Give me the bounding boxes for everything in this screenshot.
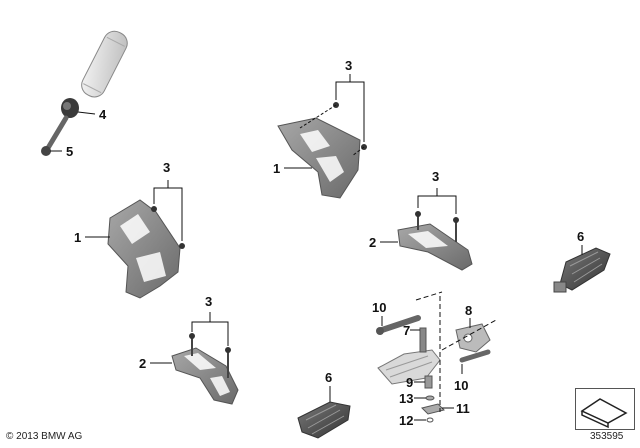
heel-plate-left [107,199,185,299]
callout-11: 11 [456,401,470,416]
callout-3: 3 [205,294,212,309]
callout-8: 8 [465,303,472,318]
axis-dash [441,319,497,351]
axis-dash [415,291,443,301]
copyright-text: © 2013 BMW AG [6,431,83,442]
callout-9: 9 [406,375,413,390]
callout-3: 3 [432,169,439,184]
callout-2: 2 [139,356,146,371]
callout-6: 6 [577,229,584,244]
callout-7: 7 [403,323,410,338]
symbol-box [575,388,635,430]
bracket-leader-3 [417,195,457,214]
callout-12: 12 [399,413,413,428]
footrest-rubber-right [553,247,611,293]
footrest-plate-right [397,211,473,271]
callout-6: 6 [325,370,332,385]
dash-line [351,146,365,157]
footrest-rubber-left [297,401,351,439]
callout-10: 10 [454,378,468,393]
handlebar-weight [61,98,79,118]
callout-3: 3 [163,160,170,175]
bracket-leader-3 [191,321,229,346]
handlebar-screw [41,115,69,156]
callout-13: 13 [399,391,413,406]
dash-line [299,104,337,129]
callout-2: 2 [369,235,376,250]
diagram-id: 353595 [590,431,624,442]
callout-1: 1 [74,230,81,245]
heel-plate-right [277,102,367,199]
footrest-plate-left [171,333,239,405]
callout-3: 3 [345,58,352,73]
callout-5: 5 [66,144,73,159]
flat-part-icon [580,398,628,429]
leader-4 [77,111,96,115]
footrest-assembly [376,315,491,423]
callout-10: 10 [372,300,386,315]
callout-4: 4 [99,107,107,122]
callout-1: 1 [273,161,280,176]
handgrip [81,30,128,98]
